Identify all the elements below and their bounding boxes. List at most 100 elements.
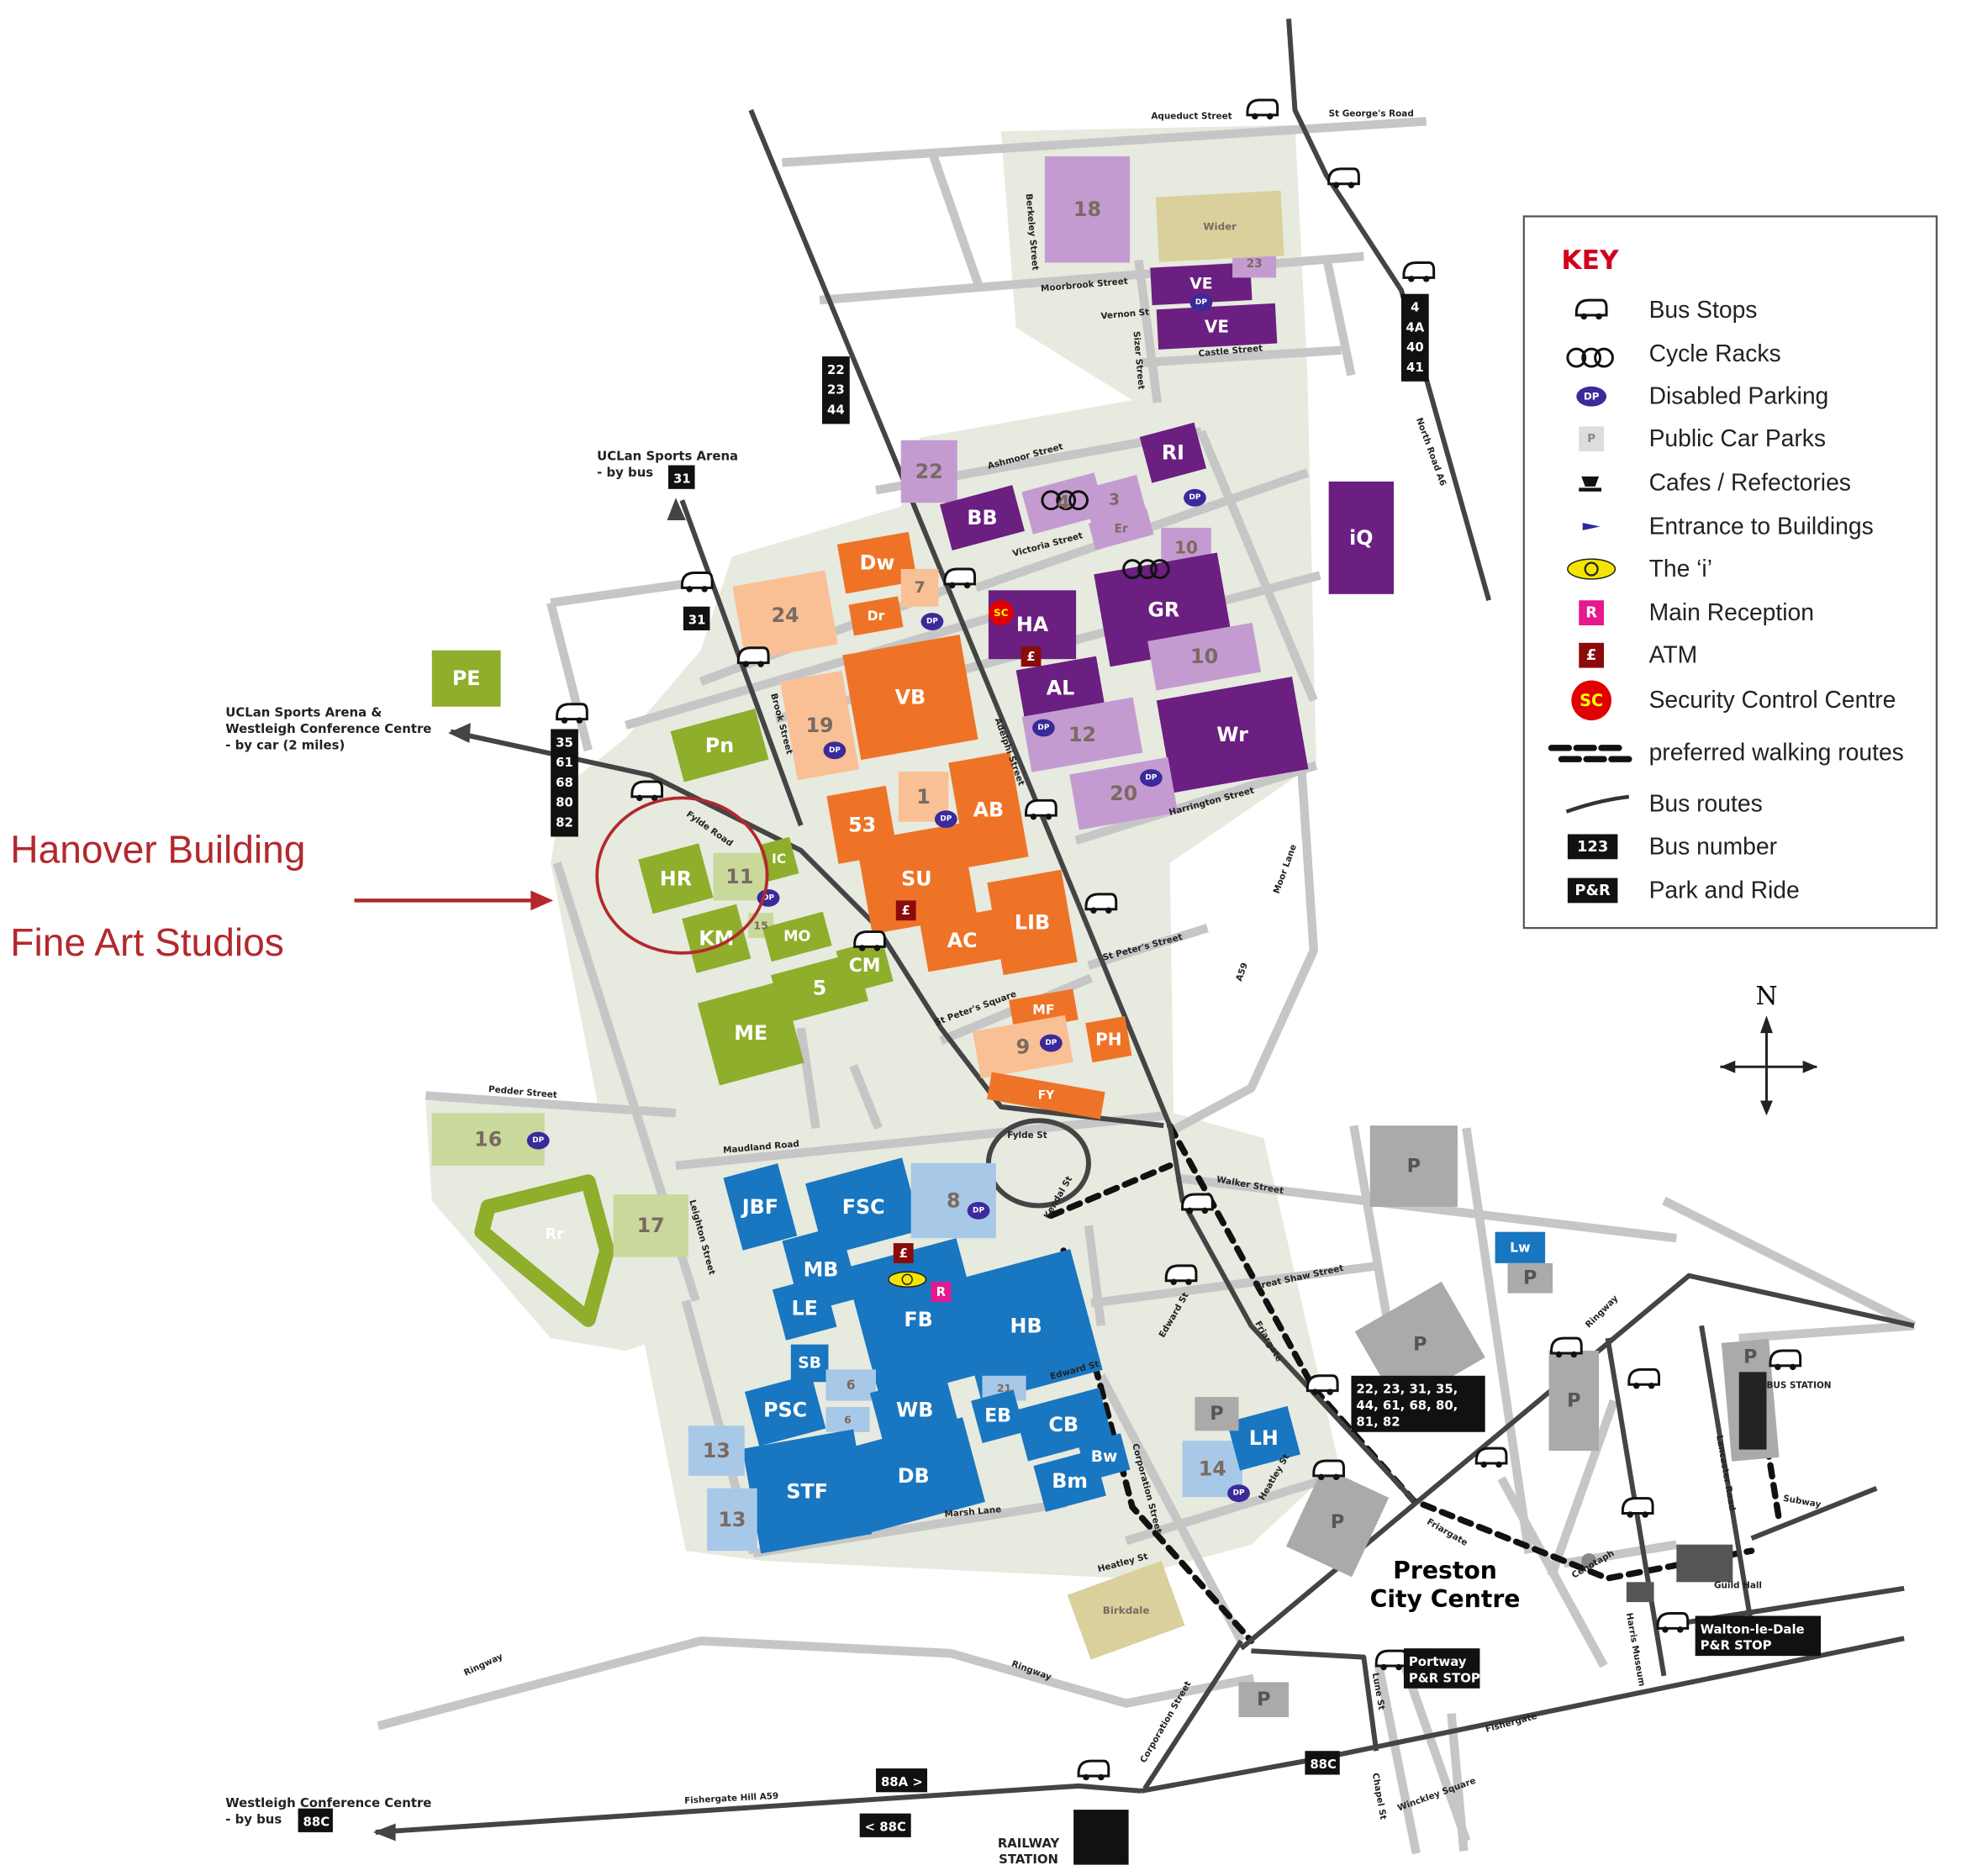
bus-stop-icon[interactable] [1164, 1264, 1198, 1285]
cafe-icon [1579, 476, 1602, 492]
bus-stop-icon[interactable] [1305, 1374, 1339, 1395]
building-fb[interactable] [845, 1238, 992, 1401]
bus-stop-icon[interactable] [943, 567, 977, 589]
building-6[interactable] [825, 1407, 870, 1432]
svg-text:P: P [1587, 433, 1595, 445]
building-fy[interactable] [987, 1072, 1105, 1120]
building-ph[interactable] [1085, 1015, 1132, 1063]
building-mo[interactable] [762, 911, 832, 962]
building-13[interactable] [688, 1425, 745, 1476]
svg-text:P&R STOP: P&R STOP [1701, 1638, 1772, 1653]
building-label: FY [1038, 1088, 1055, 1102]
building-hr[interactable] [638, 843, 714, 914]
city-centre-label: Preston [1393, 1557, 1497, 1584]
building-vb[interactable] [842, 635, 978, 761]
building-ve[interactable] [1150, 262, 1253, 306]
building-10[interactable] [1147, 622, 1262, 691]
building-bb[interactable] [940, 485, 1025, 551]
bus-stop-icon[interactable] [1327, 167, 1360, 188]
building-label: 13 [703, 1439, 730, 1462]
bus-stop-icon[interactable] [736, 646, 770, 667]
building-5[interactable] [771, 952, 869, 1024]
bus-stop-icon[interactable] [1025, 798, 1057, 820]
building-12[interactable] [1021, 697, 1143, 772]
bus-stop-icon[interactable] [853, 930, 886, 951]
building-su[interactable] [856, 823, 978, 935]
building-stf[interactable] [742, 1429, 873, 1554]
building-label: RI [1162, 441, 1184, 465]
building-label: 1 [916, 785, 931, 809]
street-label: Sizer Street [1131, 331, 1147, 390]
building-11[interactable] [713, 852, 767, 901]
building-ri[interactable] [1139, 422, 1207, 483]
bus-stop-icon[interactable] [1656, 1612, 1690, 1633]
building-16[interactable] [431, 1113, 545, 1166]
building-18[interactable] [1044, 156, 1131, 263]
car-park[interactable] [1238, 1682, 1290, 1718]
building-bm[interactable] [1033, 1449, 1106, 1512]
bus-stop-icon[interactable] [1084, 893, 1118, 914]
building-lh[interactable] [1226, 1405, 1300, 1471]
bus-stop-icon[interactable] [1246, 98, 1279, 120]
bus-stop-icon[interactable] [556, 703, 588, 724]
building-wr[interactable] [1156, 677, 1309, 793]
bus-stop-icon[interactable] [1474, 1447, 1508, 1468]
building-ic[interactable] [758, 836, 799, 882]
car-park[interactable] [1548, 1351, 1600, 1452]
building-ac[interactable] [920, 909, 1005, 972]
building-24[interactable] [732, 570, 838, 661]
building-pe[interactable] [431, 650, 501, 707]
building-lib[interactable] [987, 869, 1078, 976]
building-me[interactable] [697, 980, 804, 1086]
building-jbf[interactable] [723, 1163, 798, 1251]
building-9[interactable] [972, 1014, 1073, 1078]
car-park[interactable] [1195, 1397, 1239, 1431]
building-er[interactable] [1088, 508, 1154, 551]
building-db[interactable] [841, 1417, 985, 1535]
building-lw[interactable] [1495, 1231, 1546, 1263]
car-park[interactable] [1369, 1125, 1458, 1207]
building-hb[interactable] [949, 1249, 1103, 1403]
building-pn[interactable] [670, 709, 769, 783]
building-label: CM [849, 956, 881, 977]
building-label: HR [660, 867, 692, 890]
building-ve[interactable] [1156, 303, 1278, 350]
building-17[interactable] [613, 1194, 688, 1257]
building-wider[interactable] [1155, 190, 1284, 262]
building-label: 22 [915, 460, 943, 483]
building-birkdale[interactable] [1067, 1560, 1185, 1660]
bus-stop-icon[interactable] [1769, 1349, 1802, 1371]
building-6[interactable] [825, 1369, 877, 1401]
building-le[interactable] [772, 1276, 837, 1341]
bus-stop-icon [1574, 298, 1608, 320]
building-eb[interactable] [971, 1389, 1025, 1444]
building-4[interactable] [1021, 472, 1106, 535]
building-ab[interactable] [948, 751, 1029, 868]
bus-stop-icon[interactable] [1621, 1497, 1654, 1518]
building-dw[interactable] [836, 531, 918, 594]
building-7[interactable] [900, 569, 939, 607]
building-dr[interactable] [848, 596, 904, 636]
bus-stop-icon[interactable] [1374, 1649, 1408, 1671]
building-psc[interactable] [744, 1373, 826, 1447]
bus-stop-icon[interactable] [1402, 261, 1436, 282]
key-item-label: Bus Stops [1649, 296, 1758, 323]
building-iq[interactable] [1328, 481, 1395, 594]
building-rr[interactable] [474, 1174, 615, 1327]
building-km[interactable] [682, 904, 752, 973]
building-al[interactable] [1015, 656, 1105, 720]
bus-stop-icon[interactable] [630, 780, 664, 802]
bus-stop-icon[interactable] [1627, 1367, 1660, 1389]
car-park[interactable] [1507, 1262, 1553, 1294]
car-park-label: P [1567, 1390, 1580, 1412]
street-label: St George's Road [1329, 108, 1414, 119]
building-8[interactable] [910, 1162, 996, 1239]
bus-stop-icon[interactable] [1550, 1336, 1583, 1358]
bus-stop-icon[interactable] [1077, 1759, 1110, 1781]
bus-stop-icon[interactable] [1181, 1193, 1214, 1215]
bus-stop-icon[interactable] [1312, 1459, 1346, 1481]
building-13[interactable] [707, 1488, 757, 1552]
car-park[interactable] [1285, 1467, 1390, 1578]
bus-stop-icon[interactable] [680, 572, 714, 593]
building-22[interactable] [900, 440, 957, 503]
